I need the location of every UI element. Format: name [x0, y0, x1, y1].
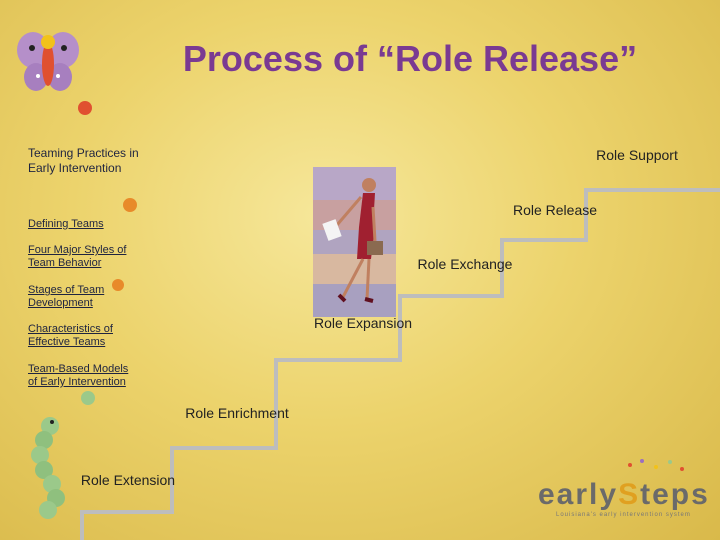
step-role-support: Role Support — [596, 147, 678, 163]
step-role-extension: Role Extension — [80, 472, 176, 488]
logo-subtitle: Louisiana's early intervention system — [556, 512, 691, 518]
step-role-expansion: Role Expansion — [313, 315, 413, 331]
sparkle-dots-icon — [628, 459, 684, 471]
page-title: Process of “Role Release” — [182, 38, 638, 79]
caterpillar-icon — [31, 417, 65, 519]
woman-photo — [313, 167, 396, 317]
butterfly-icon — [17, 32, 79, 91]
nav-link-four-major-styles[interactable]: Four Major Styles of Team Behavior — [28, 244, 127, 269]
earlysteps-logo: earlySteps — [538, 478, 710, 511]
woman-figure-icon — [322, 178, 383, 303]
step-role-enrichment: Role Enrichment — [185, 405, 289, 421]
nav-link-stages-of-team-development[interactable]: Stages of Team Development — [28, 284, 105, 309]
bullet-dot-green — [81, 391, 95, 405]
bullet-dot-red — [78, 101, 92, 115]
nav-link-characteristics[interactable]: Characteristics of Effective Teams — [28, 323, 113, 348]
step-role-release: Role Release — [512, 202, 598, 218]
staircase-line — [80, 188, 720, 540]
bullet-dot-orange — [123, 198, 137, 212]
nav-link-defining-teams[interactable]: Defining Teams — [28, 218, 104, 230]
bullet-dot-orange — [112, 279, 124, 291]
nav-link-team-based-models[interactable]: Team-Based Models of Early Intervention — [28, 363, 129, 388]
step-role-exchange: Role Exchange — [417, 256, 513, 272]
nav-heading: Teaming Practices in Early Intervention — [28, 146, 139, 175]
